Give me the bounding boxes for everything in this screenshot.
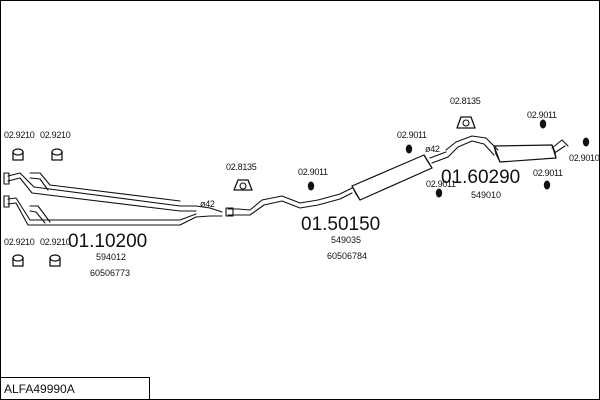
clamp-label: 02.9210 xyxy=(40,237,71,247)
reference-number: 549010 xyxy=(471,190,502,200)
ring-label: 02.9011 xyxy=(533,168,563,178)
clamp-label: 02.9210 xyxy=(4,130,35,140)
ring-label: 02.9011 xyxy=(426,179,456,189)
reference-number: 549035 xyxy=(331,235,362,245)
ring-label: 02.9011 xyxy=(527,110,557,120)
part-number: 01.60290 xyxy=(441,167,521,188)
hanger-label: 02.8135 xyxy=(450,96,481,106)
reference-number: 60506784 xyxy=(327,251,368,261)
reference-number: 60506773 xyxy=(90,268,131,278)
middle-silencer-assembly xyxy=(225,151,449,217)
front-pipe-assembly xyxy=(3,172,223,226)
rear-silencer-assembly xyxy=(445,135,569,163)
model-code: ALFA49990A xyxy=(4,382,75,396)
part-number: 01.50150 xyxy=(301,214,381,235)
hanger-label: 02.8135 xyxy=(226,162,257,172)
ring-icons xyxy=(307,119,590,198)
ring-label: 02.9010 xyxy=(569,153,600,163)
hanger-icons xyxy=(233,116,476,191)
part-number: 01.10200 xyxy=(68,231,148,252)
model-code-box: ALFA49990A xyxy=(0,377,150,399)
diameter-label: ø42 xyxy=(425,144,440,154)
reference-number: 594012 xyxy=(96,252,127,262)
ring-label: 02.9011 xyxy=(298,167,328,177)
clamp-label: 02.9210 xyxy=(4,237,35,247)
diameter-label: ø42 xyxy=(200,199,215,209)
ring-label: 02.9011 xyxy=(397,130,427,140)
clamp-label: 02.9210 xyxy=(40,130,71,140)
clamp-icons xyxy=(12,148,63,267)
